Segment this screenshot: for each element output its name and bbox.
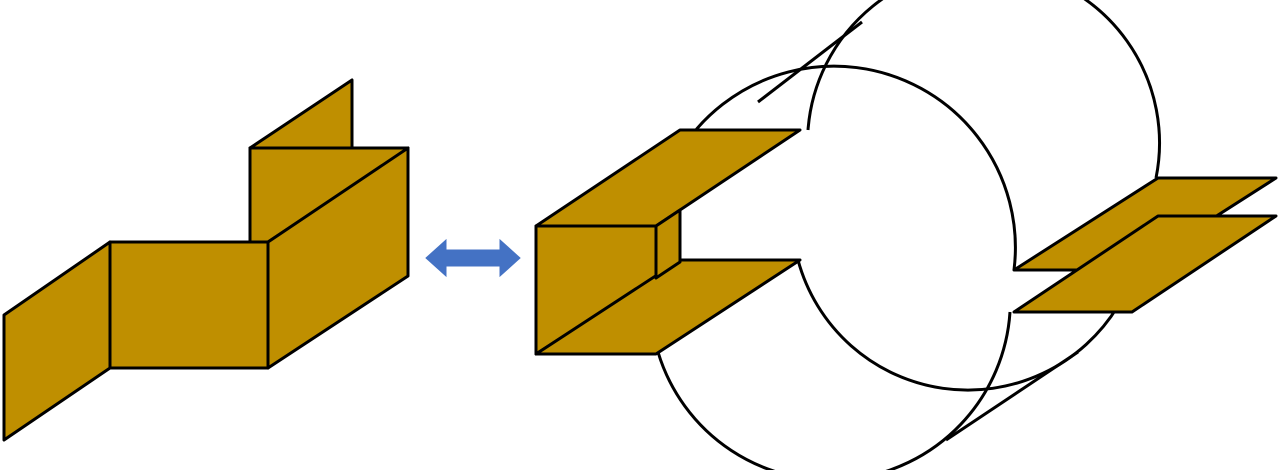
left-lower-front-panel bbox=[108, 240, 270, 370]
left-folded-surface bbox=[2, 78, 410, 442]
right-inner-wall bbox=[654, 208, 682, 280]
back-cylinder-circle bbox=[806, 0, 1162, 179]
right-upper-left-plate bbox=[534, 128, 802, 228]
cylinder-tangent-top bbox=[757, 20, 863, 104]
double-headed-arrow-icon bbox=[425, 238, 521, 278]
left-top-flap-panel bbox=[248, 78, 354, 150]
right-lower-left-plate bbox=[534, 258, 802, 356]
right-curved-surface bbox=[534, 0, 1278, 470]
cylinder-tangent-bottom bbox=[945, 350, 1079, 442]
back-cylinder-lower-arc bbox=[796, 259, 1120, 392]
front-cylinder-circle-bottom bbox=[656, 311, 1012, 470]
right-lower-right-plate bbox=[1012, 214, 1278, 314]
left-wing-panel bbox=[2, 240, 112, 442]
